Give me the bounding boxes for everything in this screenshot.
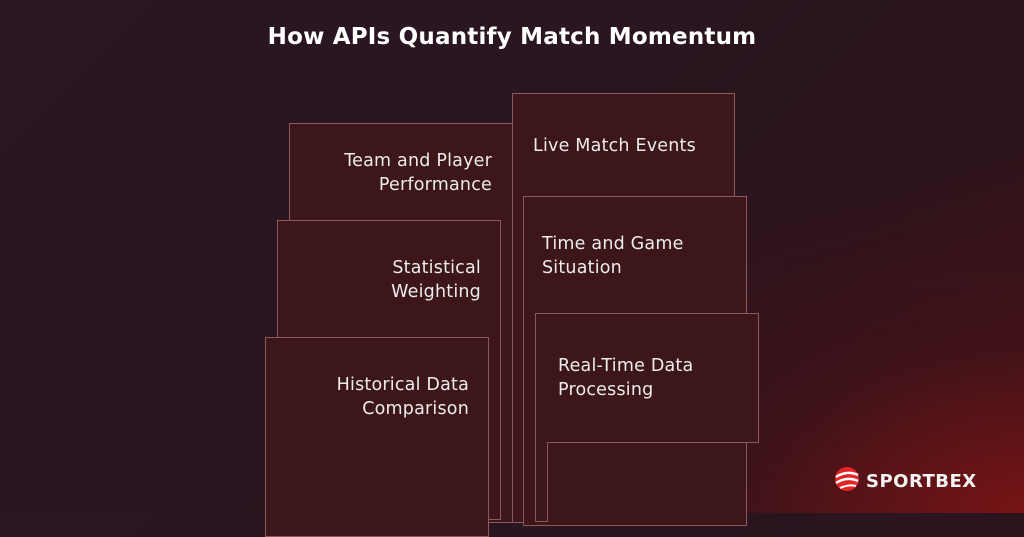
logo-text: SPORTBEX [866, 470, 977, 492]
box-label: Live Match Events [533, 136, 696, 156]
box-label: Statistical Weighting [391, 258, 481, 302]
sportbex-logo: SPORTBEX [832, 466, 977, 496]
sportbex-ball-icon [832, 464, 862, 498]
box-stem [535, 442, 548, 522]
box-label: Time and Game Situation [542, 234, 684, 278]
box-historical-data-comparison: Historical Data Comparison [265, 337, 489, 537]
box-label: Real-Time Data Processing [558, 356, 694, 400]
box-label: Historical Data Comparison [336, 375, 469, 419]
box-label: Team and Player Performance [344, 151, 492, 195]
box-real-time-data-processing: Real-Time Data Processing [535, 313, 759, 443]
diagram-title: How APIs Quantify Match Momentum [267, 24, 757, 50]
